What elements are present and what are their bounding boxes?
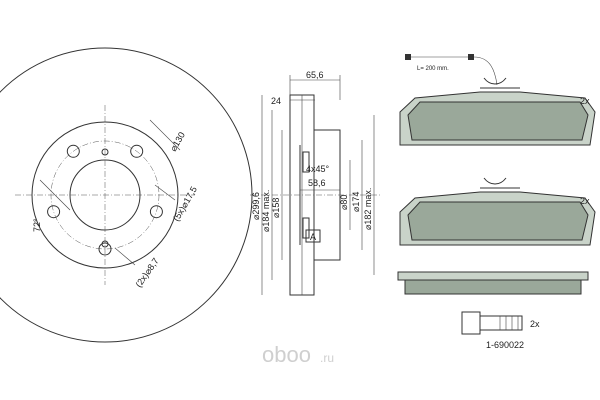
watermark: oboo .ru: [262, 342, 334, 367]
watermark-brand: oboo: [262, 342, 311, 367]
bolt-hole: [130, 144, 144, 158]
small-hole-top: [101, 148, 109, 156]
bottom-pad-clip: [483, 177, 507, 185]
outer-label: ⌀299,6: [251, 192, 261, 220]
bolt-hole: [66, 144, 80, 158]
marker-label: A: [310, 232, 316, 242]
hub-depth-label: 58,6: [308, 178, 326, 188]
bolt-holes: [47, 144, 163, 256]
pad-side-friction: [404, 279, 582, 295]
small-holes-leader: [114, 247, 136, 266]
width-label: 65,6: [306, 70, 324, 80]
angle-label: 72°: [32, 218, 42, 232]
top-pad-friction: [407, 101, 589, 141]
holes-label: (5x)⌀17,5: [171, 185, 199, 223]
bottom-pad-friction: [407, 201, 589, 241]
pcd-leader: [149, 119, 181, 151]
sensor-lead: [473, 56, 498, 86]
small-hole-bottom: [101, 240, 109, 248]
holes-leader: [154, 184, 176, 201]
bolt-hole: [98, 242, 112, 256]
center-label: ⌀80: [339, 195, 349, 210]
bolt-shank: [479, 315, 523, 331]
bolt-part-number: 1-690022: [486, 340, 524, 350]
bolt-hole: [47, 205, 61, 219]
sensor-length-label: L= 200 mm.: [417, 66, 449, 72]
pad-qty-bottom: 2x: [580, 196, 590, 206]
bolt-hole: [149, 205, 163, 219]
top-pad-clip: [483, 77, 507, 85]
pad-side-backplate: [397, 271, 589, 281]
marker-box: [305, 229, 321, 243]
disc-section-view: 65,6 24 ⌀299,6 ⌀184 max. ⌀158 ⌀80 ⌀174 ⌀…: [250, 70, 380, 296]
bolt-slot-top: [302, 151, 310, 173]
max2-label: ⌀182 max.: [363, 188, 373, 230]
brake-pads: L= 200 mm. 2x 2x: [397, 54, 596, 295]
chamfer-label: 4x45°: [306, 164, 330, 174]
angle-leader: [39, 179, 71, 211]
watermark-tld: .ru: [320, 351, 334, 365]
d174-label: ⌀174: [351, 192, 361, 212]
pcd-label: ⌀130: [168, 130, 187, 153]
thickness-label: 24: [271, 96, 281, 106]
bolt-qty: 2x: [530, 319, 540, 329]
max1-label: ⌀184 max.: [261, 190, 271, 232]
hat-label: ⌀158: [271, 198, 281, 218]
disc-front-view: 72° ⌀130 (5x)⌀17,5 (2x)⌀8,7: [0, 47, 253, 343]
bolt-drawing: 2x 1-690022: [461, 311, 540, 350]
pad-qty-top: 2x: [580, 96, 590, 106]
sensor-plug: [405, 54, 411, 60]
bolt-head: [461, 311, 481, 335]
small-holes-label: (2x)⌀8,7: [133, 256, 160, 289]
sensor-head: [468, 54, 474, 60]
